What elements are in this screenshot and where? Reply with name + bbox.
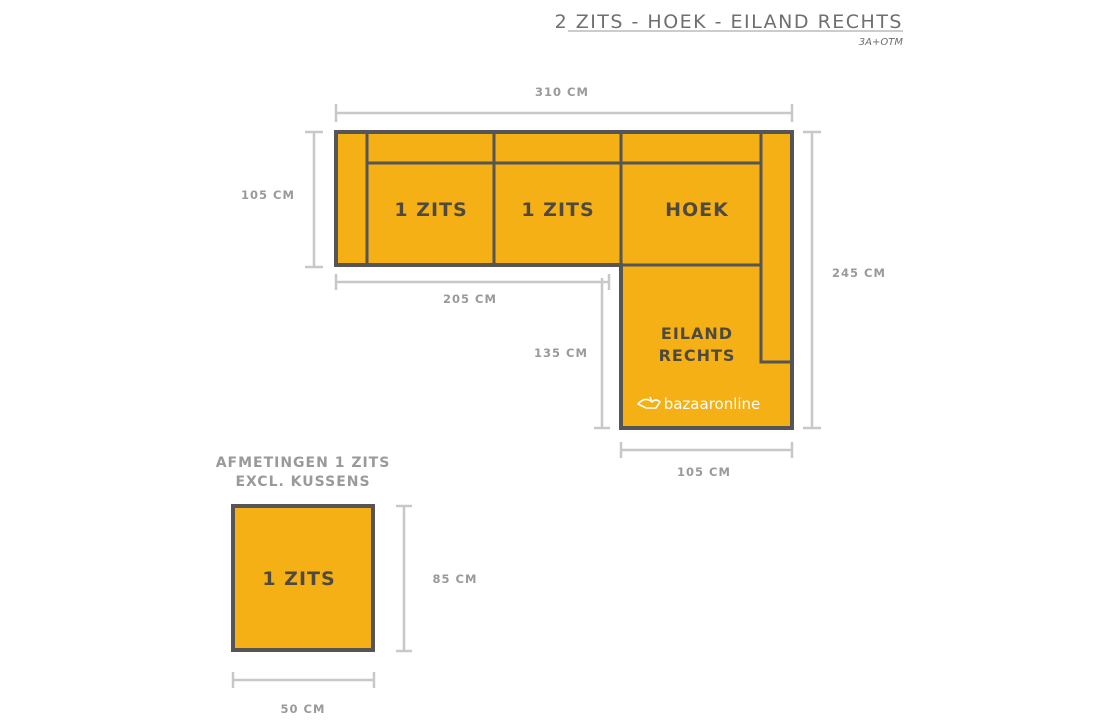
island-label-line-2: RECHTS [659, 346, 736, 365]
dimension-single-width: 50 CM [231, 672, 376, 716]
dimension-seats-width: 205 CM [334, 274, 611, 306]
dimension-label: 205 CM [443, 292, 497, 306]
dimension-total-width: 310 CM [334, 85, 794, 122]
back-cushion-1 [365, 130, 496, 165]
dimension-label: 135 CM [534, 346, 588, 360]
island-label-line-1: EILAND [661, 324, 733, 343]
bazaaronline-logo: bazaaronline [636, 395, 761, 413]
dimension-label: 105 CM [677, 465, 731, 479]
single-seat-label: 1 ZITS [262, 568, 335, 590]
dimension-label: 50 CM [281, 702, 326, 716]
logo-text: bazaaronline [664, 395, 761, 413]
corner-label: HOEK [665, 199, 729, 221]
single-seat-note-line-1: AFMETINGEN 1 ZITS [216, 455, 391, 471]
back-cushion-3 [619, 130, 763, 165]
diagram-title: 2 ZITS - HOEK - EILAND RECHTS [555, 11, 903, 33]
right-back-cushion [759, 130, 794, 364]
sofa-shape: 1 ZITS 1 ZITS HOEK EILAND RECHTS bazaaro… [334, 130, 794, 430]
seat-2-label: 1 ZITS [521, 199, 594, 221]
seat-1-label: 1 ZITS [394, 199, 467, 221]
dimension-label: 310 CM [535, 85, 589, 99]
model-code: 3A+OTM [859, 37, 904, 48]
lamp-icon [636, 396, 662, 409]
sofa-border [334, 130, 794, 430]
back-cushion-2 [492, 130, 623, 165]
single-seat-note-line-2: EXCL. KUSSENS [235, 474, 370, 490]
dimension-depth: 105 CM [241, 130, 323, 269]
single-seat [231, 504, 375, 652]
seat-2 [492, 161, 623, 267]
dimension-label: 245 CM [832, 266, 886, 280]
dimension-total-length: 245 CM [803, 130, 886, 430]
corner-seat [619, 161, 763, 267]
dimension-island-length: 135 CM [534, 278, 610, 430]
dimension-label: 105 CM [241, 188, 295, 202]
left-armrest [334, 130, 369, 267]
dimension-label: 85 CM [433, 572, 478, 586]
dimension-single-depth: 85 CM [396, 504, 478, 653]
dimension-island-width: 105 CM [619, 442, 794, 479]
